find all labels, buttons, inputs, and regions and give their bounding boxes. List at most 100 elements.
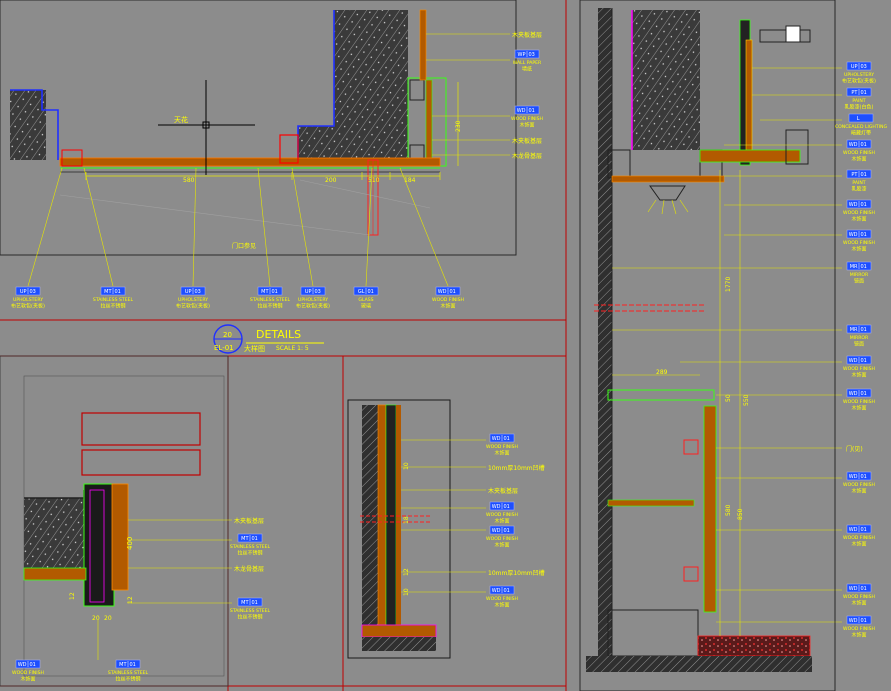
section-tag-10-code: WD [849,391,858,397]
plan-right-note-1: 木夹板基层 [512,31,542,39]
section-tag-1-en: PAINT [852,98,865,104]
section-tag-12-code: WD [849,527,858,533]
plan-right-tag-1-num: 01 [529,108,535,114]
plan-tag-1-code: MT [104,289,112,295]
mid-tag-2-num: 01 [504,528,510,534]
plan-tag-6-en: WOOD FINISH [432,297,464,303]
section-tag-13-code: WD [849,586,858,592]
lb-tag-1-en: STAINLESS STEEL [230,608,271,614]
plan-tag-1-num: 01 [115,289,121,295]
plan-tag-6-code: WD [438,289,447,295]
section-tag-7-code: MR [850,264,858,270]
mid-tag-0-code: WD [492,436,501,442]
wall-hatch-left [10,90,46,160]
plan-right-tag-1-cn: 木饰面 [519,122,534,129]
section-tag-13-cn: 木饰面 [851,600,866,607]
plan-tag-5-en: GLASS [358,297,373,303]
plan-tag-0-code: UP [20,289,27,295]
section-tag-3-num: 01 [861,142,867,148]
lb-tag-2-cn: 木饰面 [20,676,35,683]
section-tag-12-cn: 木饰面 [851,541,866,548]
plan-tag-6-num: 01 [450,289,456,295]
section-tag-3-en: WOOD FINISH [843,150,875,156]
title-text: DETAILS [256,328,301,341]
section-tag-14-num: 01 [861,618,867,624]
plan-dim-3: 510 [368,177,380,184]
mid-tag-0-num: 01 [504,436,510,442]
lb-dim-2: 20 [104,615,112,622]
plan-dim-4: 184 [404,177,416,184]
mid-note-3: 10mm厚10mm凹槽 [488,569,545,577]
mid-tag-3-num: 01 [504,588,510,594]
section-tag-5-cn: 木饰面 [851,216,866,223]
section-tag-11-cn: 木饰面 [851,488,866,495]
section-tag-13-en: WOOD FINISH [843,594,875,600]
leader-line [365,167,373,287]
section-tag-1-cn: 乳胶漆(白色) [845,104,874,111]
lb-tag-3-en: STAINLESS STEEL [108,670,149,676]
lb-tag-2-code: WD [18,662,27,668]
plan-right-tag-1-code: WD [517,108,526,114]
mid-tag-3-code: WD [492,588,501,594]
section-tag-0-en: UPHOLSTERY [844,72,874,78]
floor-strip [59,157,441,167]
wall-outline-blue [10,89,59,160]
section-tag-12-en: WOOD FINISH [843,535,875,541]
section-tag-6-code: WD [849,232,858,238]
plan-tag-0-cn: 布艺软包(夹板) [11,303,45,310]
plan-tag-2-en: UPHOLSTERY [178,297,208,303]
plan-dim-vertical: 230 [455,120,462,132]
mid-tag-3-cn: 木饰面 [494,602,509,609]
mid-tag-0-en: WOOD FINISH [486,444,518,450]
plan-tag-0-num: 03 [30,289,36,295]
section-dim-5: 580 [725,504,732,516]
lb-note-2: 木龙骨基层 [234,565,264,573]
section-tag-9-num: 01 [861,358,867,364]
plan-tag-5-cn: 玻璃 [361,303,371,310]
section-dim-3: 550 [743,394,750,406]
plan-tag-4-en: UPHOLSTERY [298,297,328,303]
leader-line [291,167,314,287]
title-scale: SCALE 1: 5 [276,345,309,352]
lb-tag-3-code: MT [119,662,127,668]
section-tag-0-num: 03 [861,64,867,70]
title-subtitle: 大样图 [244,344,265,353]
plan-right-note-3: 木龙骨基层 [512,152,542,160]
section-tag-7-num: 01 [861,264,867,270]
plan-tag-3-code: MT [261,289,269,295]
plan-tag-3-cn: 拉丝不锈钢 [257,303,282,310]
middle-detail: 10mm厚10mm凹槽 木夹板基层 10mm厚10mm凹槽 10 18 12 1… [360,404,545,651]
mid-tag-1-en: WOOD FINISH [486,512,518,518]
section-tag-8-code: MR [850,327,858,333]
mid-tag-2-code: WD [492,528,501,534]
section-tag-0-code: UP [851,64,858,70]
plan-tag-3-en: STAINLESS STEEL [250,297,291,303]
plan-dim-2: 200 [325,177,337,184]
section-tag-11-en: WOOD FINISH [843,482,875,488]
section-tag-2-en: CONCEALED LIGHTING [835,124,887,130]
mid-note-1: 10mm厚10mm凹槽 [488,464,545,472]
section-tag-10-en: WOOD FINISH [843,399,875,405]
section-tag-7-en: MIRROR [850,272,869,278]
lb-wall-hatch [24,498,84,568]
section-tag-4-code: PT [851,172,858,178]
